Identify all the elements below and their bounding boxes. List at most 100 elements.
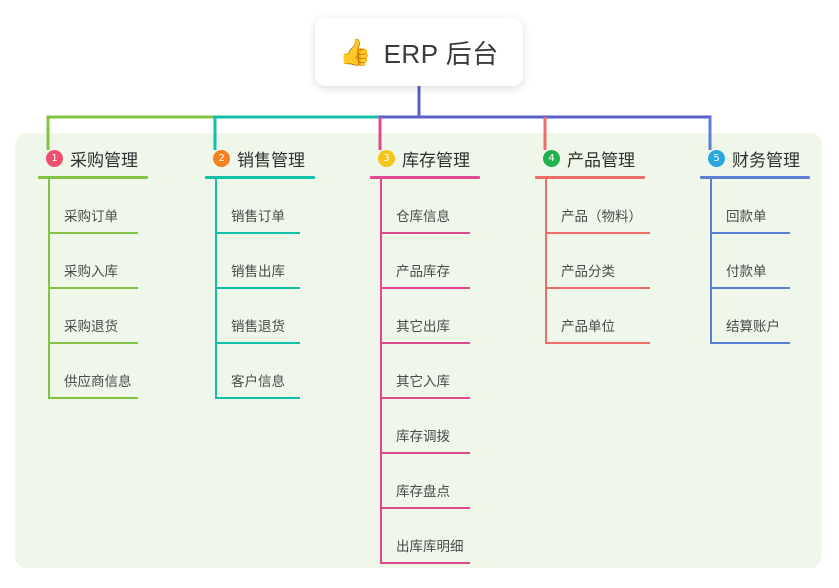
branch-item[interactable]: 产品（物料）: [535, 179, 650, 234]
branch-item[interactable]: 付款单: [700, 234, 810, 289]
item-label: 采购入库: [64, 264, 118, 279]
item-underline: [380, 507, 470, 509]
branch-number-badge: 3: [378, 149, 395, 167]
item-label: 仓库信息: [396, 209, 450, 224]
item-connector-stem: [710, 234, 712, 289]
branch-header-1[interactable]: 1 采购管理: [38, 146, 148, 170]
branch-number-badge: 1: [46, 149, 63, 167]
item-label: 销售出库: [231, 264, 285, 279]
branch-item[interactable]: 供应商信息: [38, 344, 148, 399]
branch-item[interactable]: 仓库信息: [370, 179, 480, 234]
thumbs-up-icon: 👍: [339, 37, 372, 67]
item-underline: [380, 342, 470, 344]
branch-underline: [700, 176, 810, 179]
branch-column-1: 1 采购管理采购订单采购入库采购退货供应商信息: [38, 146, 148, 399]
item-connector-stem: [48, 344, 50, 399]
item-connector-stem: [380, 289, 382, 344]
item-label: 结算账户: [726, 319, 780, 334]
branch-item-list: 采购订单采购入库采购退货供应商信息: [38, 179, 148, 399]
item-connector-stem: [380, 454, 382, 509]
item-underline: [380, 232, 470, 234]
item-connector-stem: [48, 179, 50, 234]
item-connector-stem: [48, 234, 50, 289]
branch-item[interactable]: 结算账户: [700, 289, 810, 344]
item-label: 客户信息: [231, 374, 285, 389]
item-underline: [380, 562, 470, 564]
item-connector-stem: [545, 179, 547, 234]
branch-column-2: 2 销售管理销售订单销售出库销售退货客户信息: [205, 146, 315, 399]
branch-item[interactable]: 采购订单: [38, 179, 148, 234]
branch-item[interactable]: 产品单位: [535, 289, 650, 344]
branch-item[interactable]: 库存盘点: [370, 454, 480, 509]
branch-item[interactable]: 销售出库: [205, 234, 315, 289]
item-label: 付款单: [726, 264, 767, 279]
item-connector-stem: [380, 344, 382, 399]
branch-column-3: 3 库存管理仓库信息产品库存其它出库其它入库库存调拨库存盘点出库库明细: [370, 146, 480, 564]
item-label: 销售退货: [231, 319, 285, 334]
branch-title: 采购管理: [70, 150, 138, 170]
branch-item-list: 产品（物料） 产品分类产品单位: [535, 179, 650, 344]
branch-title: 销售管理: [237, 150, 305, 170]
item-label: 库存盘点: [396, 484, 450, 499]
item-connector-stem: [215, 234, 217, 289]
branch-title: 财务管理: [732, 150, 800, 170]
branch-item[interactable]: 销售订单: [205, 179, 315, 234]
root-node[interactable]: 👍 ERP 后台: [315, 18, 523, 86]
item-underline: [48, 342, 138, 344]
item-label: 库存调拨: [396, 429, 450, 444]
branch-item[interactable]: 客户信息: [205, 344, 315, 399]
item-underline: [545, 232, 650, 234]
branch-item[interactable]: 产品分类: [535, 234, 650, 289]
branch-item-list: 销售订单销售出库销售退货客户信息: [205, 179, 315, 399]
item-underline: [215, 287, 300, 289]
item-label: 产品分类: [561, 264, 615, 279]
item-label: 其它出库: [396, 319, 450, 334]
branch-underline: [370, 176, 480, 179]
branch-item[interactable]: 其它出库: [370, 289, 480, 344]
branch-item[interactable]: 产品库存: [370, 234, 480, 289]
item-label: 采购退货: [64, 319, 118, 334]
item-underline: [545, 287, 650, 289]
branch-title: 库存管理: [402, 150, 470, 170]
item-connector-stem: [710, 289, 712, 344]
item-label: 出库库明细: [396, 539, 464, 554]
branch-item[interactable]: 库存调拨: [370, 399, 480, 454]
branch-number-badge: 5: [708, 149, 725, 167]
branch-item[interactable]: 出库库明细: [370, 509, 480, 564]
branch-item[interactable]: 其它入库: [370, 344, 480, 399]
item-underline: [545, 342, 650, 344]
item-connector-stem: [380, 179, 382, 234]
branch-item[interactable]: 销售退货: [205, 289, 315, 344]
item-connector-stem: [710, 179, 712, 234]
branch-number-badge: 2: [213, 149, 230, 167]
item-underline: [710, 287, 790, 289]
item-connector-stem: [48, 289, 50, 344]
branch-item-list: 回款单付款单结算账户: [700, 179, 810, 344]
branch-item[interactable]: 回款单: [700, 179, 810, 234]
item-underline: [48, 287, 138, 289]
root-title: ERP 后台: [383, 38, 499, 69]
item-connector-stem: [215, 289, 217, 344]
branch-header-5[interactable]: 5 财务管理: [700, 146, 810, 170]
item-label: 回款单: [726, 209, 767, 224]
branch-column-5: 5 财务管理回款单付款单结算账户: [700, 146, 810, 344]
item-underline: [48, 232, 138, 234]
item-underline: [215, 397, 300, 399]
branch-number-badge: 4: [543, 149, 560, 167]
branch-item[interactable]: 采购入库: [38, 234, 148, 289]
item-underline: [215, 342, 300, 344]
item-underline: [48, 397, 138, 399]
branch-underline: [205, 176, 315, 179]
branch-header-3[interactable]: 3 库存管理: [370, 146, 480, 170]
item-connector-stem: [545, 289, 547, 344]
branch-item[interactable]: 采购退货: [38, 289, 148, 344]
item-label: 供应商信息: [64, 374, 132, 389]
item-label: 产品（物料）: [561, 209, 642, 224]
item-underline: [710, 342, 790, 344]
item-connector-stem: [215, 344, 217, 399]
item-underline: [380, 287, 470, 289]
item-connector-stem: [380, 399, 382, 454]
branch-header-2[interactable]: 2 销售管理: [205, 146, 315, 170]
